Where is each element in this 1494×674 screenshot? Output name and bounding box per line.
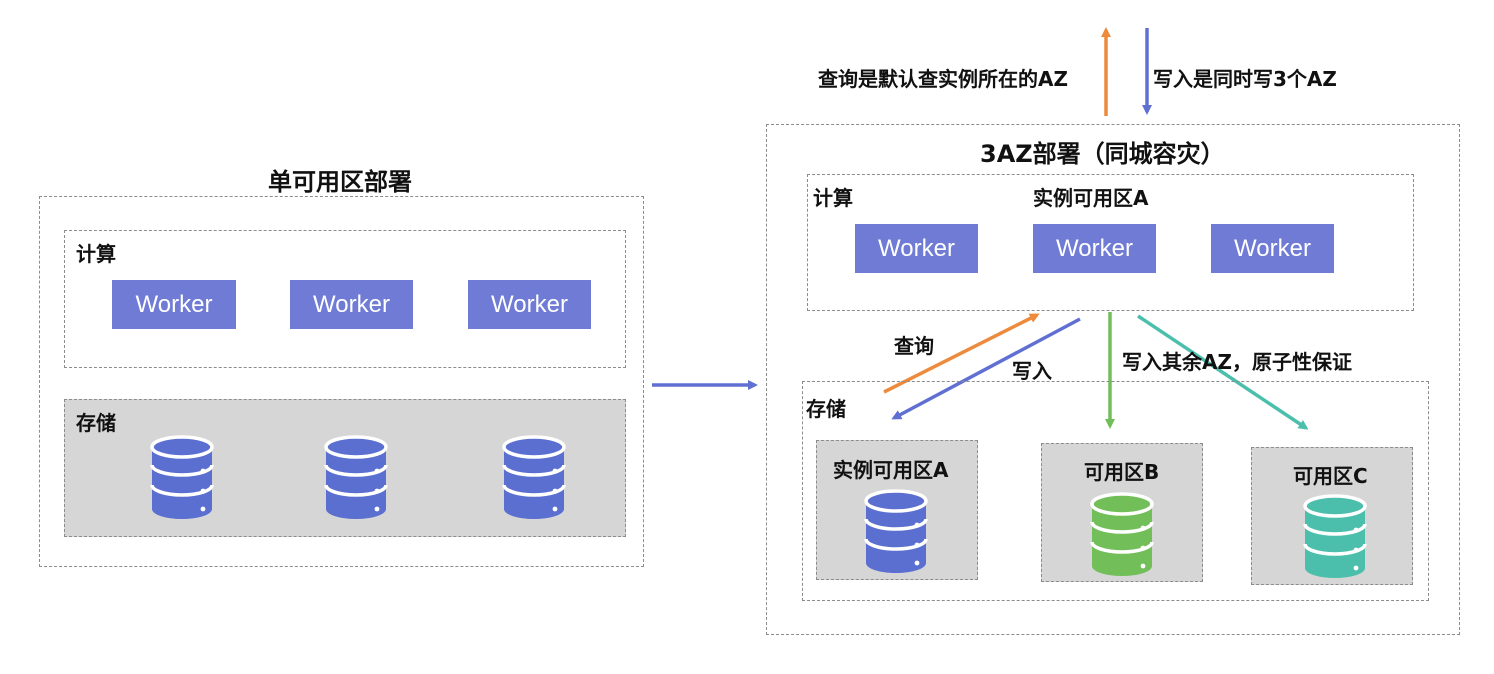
right-storage-box [802,381,1429,601]
left-compute-label: 计算 [76,242,116,266]
database-icon [150,435,214,519]
left-title: 单可用区部署 [268,168,412,196]
database-icon [1090,492,1154,576]
query-arrow [883,313,1040,394]
right-title: 3AZ部署（同城容灾） [980,140,1225,168]
right-compute-box [807,174,1414,311]
right-storage-label: 存储 [806,397,846,421]
right-worker-2: Worker [1033,224,1156,273]
left-compute-box [64,230,626,368]
right-worker-3: Worker [1211,224,1334,273]
right-worker-1: Worker [855,224,978,273]
database-icon [864,489,928,573]
right-deployment-box [766,124,1460,635]
storage-zone-c-label: 可用区C [1293,464,1368,488]
write-arrow [891,317,1081,420]
left-worker-1: Worker [112,280,236,329]
left-deployment-box [39,196,644,567]
left-worker-2: Worker [290,280,413,329]
query-default-annotation: 查询是默认查实例所在的AZ [818,67,1068,91]
database-icon [1303,494,1367,578]
database-icon [324,435,388,519]
right-zone-label: 实例可用区A [1033,186,1149,210]
write-all-annotation: 写入是同时写3个AZ [1153,67,1337,91]
storage-zone-b-label: 可用区B [1084,460,1160,484]
database-icon [502,435,566,519]
query-annotation: 查询 [894,334,934,358]
left-storage-label: 存储 [76,411,116,435]
write-annotation: 写入 [1012,359,1052,383]
write-rest-annotation: 写入其余AZ，原子性保证 [1122,350,1352,374]
storage-zone-a-label: 实例可用区A [833,458,949,482]
write-rest-teal-arrow [1137,314,1309,430]
left-worker-3: Worker [468,280,591,329]
right-compute-label: 计算 [813,186,853,210]
